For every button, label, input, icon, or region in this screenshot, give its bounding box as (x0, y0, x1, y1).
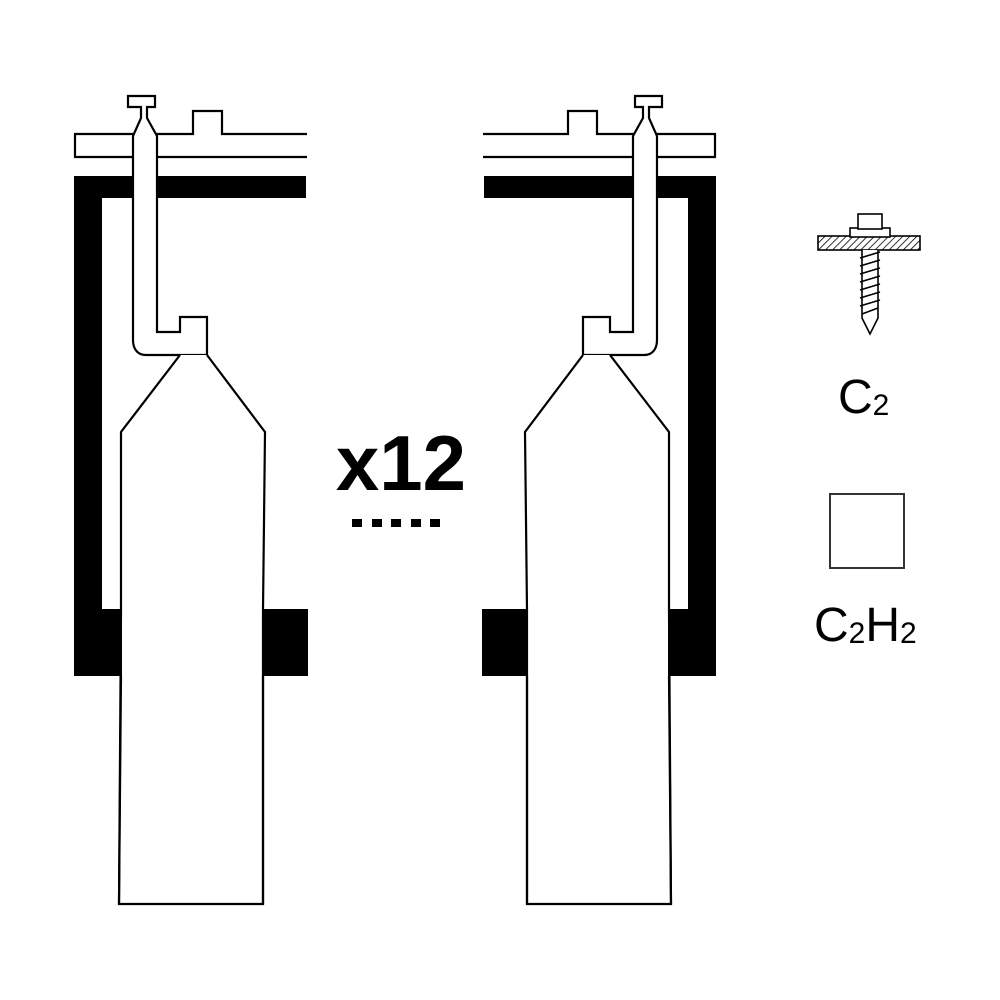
square-legend-icon (829, 493, 905, 569)
left-gas-cylinder-icon (117, 354, 267, 906)
multiplier-label: x12 (335, 419, 467, 507)
right-rack-clamp (482, 609, 716, 676)
right-feed-tube (581, 94, 664, 357)
right-cylinder-assembly (482, 94, 717, 906)
right-manifold-pipe (483, 109, 717, 159)
left-rack-clamp (74, 609, 308, 676)
square-legend-label: C2H2 (814, 599, 917, 652)
left-manifold-pipe (73, 109, 307, 159)
right-gas-cylinder-icon (523, 354, 673, 906)
left-feed-tube (126, 94, 209, 357)
roofing-screw-icon (817, 213, 921, 336)
multiplier-dotted-line (352, 519, 440, 527)
screw-legend-label: C2 (838, 371, 890, 424)
left-cylinder-assembly (73, 94, 308, 906)
